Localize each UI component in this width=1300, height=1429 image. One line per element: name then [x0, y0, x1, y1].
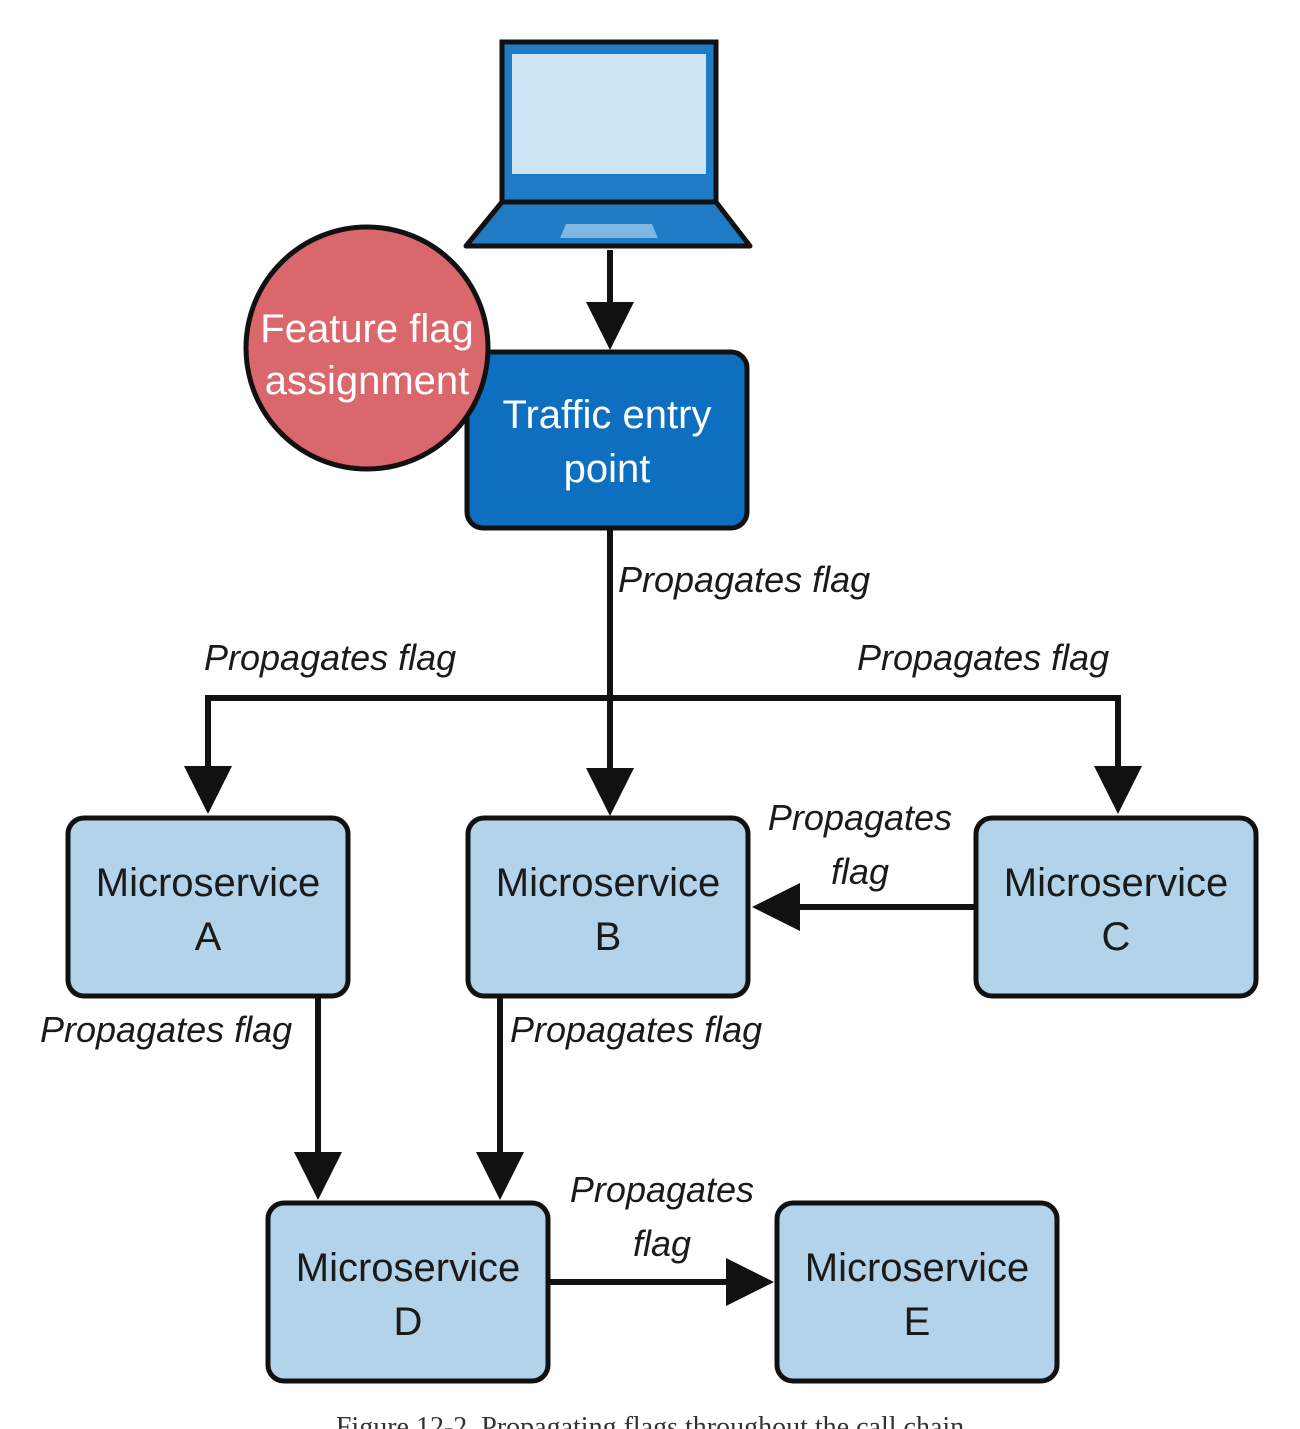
microservice-a-label-1: Microservice [96, 861, 320, 905]
traffic-entry-label-1: Traffic entry [503, 393, 712, 437]
microservice-b-node: Microservice B [465, 815, 751, 999]
microservice-c-label-2: C [1102, 915, 1131, 959]
flag-assignment-label-2: assignment [265, 359, 470, 403]
microservice-c-label-1: Microservice [1004, 861, 1228, 905]
microservice-a-label-2: A [195, 915, 222, 959]
laptop-icon [463, 39, 753, 249]
traffic-entry-label-2: point [564, 447, 651, 491]
edge-label-entry-down: Propagates flag [618, 559, 870, 600]
edge-label-d-to-e-1: Propagates [570, 1169, 754, 1210]
edge-label-c-to-b-2: flag [831, 851, 889, 892]
edge-label-a-to-d: Propagates flag [40, 1009, 292, 1050]
edge-label-to-c: Propagates flag [857, 637, 1109, 678]
edge-label-b-to-d: Propagates flag [510, 1009, 762, 1050]
edge-label-c-to-b-1: Propagates [768, 797, 952, 838]
flag-assignment-label-1: Feature flag [260, 307, 473, 351]
microservice-e-label-1: Microservice [805, 1246, 1029, 1290]
microservice-c-node: Microservice C [973, 815, 1259, 999]
microservice-a-node: Microservice A [65, 815, 351, 999]
branch-to-c-arrow [610, 695, 1142, 814]
figure-caption: Figure 12-2. Propagating flags throughou… [336, 1412, 964, 1429]
microservice-d-label-2: D [394, 1300, 423, 1344]
branch-to-a-arrow [184, 695, 610, 814]
microservice-d-label-1: Microservice [296, 1246, 520, 1290]
edge-label-d-to-e-2: flag [633, 1223, 691, 1264]
microservice-b-label-1: Microservice [496, 861, 720, 905]
feature-flag-assignment-node: Feature flag assignment [243, 224, 491, 472]
edge-label-to-a: Propagates flag [204, 637, 456, 678]
traffic-entry-node: Traffic entry point [464, 349, 750, 531]
microservice-d-node: Microservice D [265, 1200, 551, 1384]
microservice-e-node: Microservice E [774, 1200, 1060, 1384]
microservice-b-label-2: B [595, 915, 622, 959]
microservice-e-label-2: E [904, 1300, 931, 1344]
